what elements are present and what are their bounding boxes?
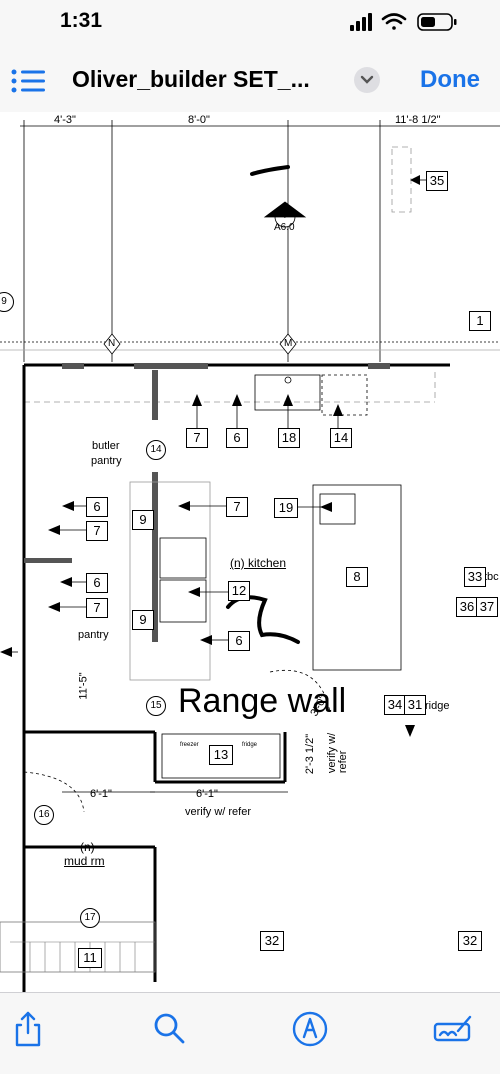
bottom-toolbar <box>0 992 500 1074</box>
keynote-tag[interactable]: 36 <box>456 597 478 617</box>
note-label: tbc <box>484 571 499 583</box>
keynote-tag[interactable]: 31 <box>404 695 426 715</box>
grid-marker-n: N <box>108 338 116 349</box>
keynote-tag[interactable]: 6 <box>228 631 250 651</box>
keynote-tag[interactable]: 13 <box>209 745 233 765</box>
floor-plan[interactable]: 4'-3" 8'-0" 11'-8 1/2" 4 A6.0 N M butler… <box>0 112 500 992</box>
search-icon[interactable] <box>150 1009 190 1049</box>
circle-marker: 16 <box>34 805 54 825</box>
keynote-tag[interactable]: 7 <box>186 428 208 448</box>
keynote-tag[interactable]: 19 <box>274 498 298 518</box>
keynote-tag[interactable]: 7 <box>86 598 108 618</box>
nav-bar: Oliver_builder SET_... Done <box>0 46 500 113</box>
dimension-label: 6'-1" <box>90 788 112 800</box>
list-icon[interactable] <box>8 66 48 96</box>
keynote-tag[interactable]: 6 <box>226 428 248 448</box>
note-label: verify w/ refer <box>185 806 252 818</box>
circle-marker: 15 <box>146 696 166 716</box>
room-label: (n) kitchen <box>230 556 287 570</box>
status-icons <box>350 13 457 31</box>
keynote-tag[interactable]: 8 <box>346 567 368 587</box>
keynote-tag[interactable]: 33 <box>464 567 486 587</box>
wifi-icon <box>381 13 407 30</box>
dimension-label: 11'-8 1/2" <box>395 114 441 126</box>
keynote-tag[interactable]: 32 <box>458 931 482 951</box>
status-bar: 1:31 <box>0 0 500 46</box>
room-label: (n) <box>80 840 95 854</box>
keynote-tag[interactable]: 34 <box>384 695 406 715</box>
keynote-tag[interactable]: 37 <box>476 597 498 617</box>
note-label: ridge <box>425 700 450 712</box>
section-sheet: A6.0 <box>274 222 295 233</box>
keynote-tag[interactable]: 1 <box>469 311 491 331</box>
dimension-label: 2'-3 1/2" <box>304 733 317 775</box>
grid-marker-m: M <box>284 338 293 349</box>
keynote-tag[interactable]: 9 <box>132 510 154 530</box>
share-icon[interactable] <box>8 1009 48 1049</box>
keynote-tag[interactable]: 14 <box>330 428 352 448</box>
keynote-tag[interactable]: 9 <box>132 610 154 630</box>
dimension-label: 11'-5" <box>77 672 90 700</box>
document-title: Oliver_builder SET_... <box>72 66 310 92</box>
signal-icon <box>350 13 372 31</box>
dimension-label: 4'-3" <box>54 114 76 126</box>
plan-drawing <box>0 120 500 992</box>
keynote-tag[interactable]: 6 <box>86 573 108 593</box>
keynote-tag[interactable]: 12 <box>228 581 250 601</box>
section-number: 4 <box>281 210 287 221</box>
room-label: pantry <box>91 455 122 467</box>
battery-icon <box>417 13 457 31</box>
dimension-label: 6'-1" <box>196 788 218 800</box>
keynote-tag[interactable]: 32 <box>260 931 284 951</box>
signature-icon[interactable] <box>432 1009 472 1049</box>
keynote-tag[interactable]: 7 <box>86 521 108 541</box>
markup-pen-icon[interactable] <box>290 1009 330 1049</box>
dimension-label: 8'-0" <box>188 114 210 126</box>
chevron-down-icon[interactable] <box>354 67 380 93</box>
status-time: 1:31 <box>60 9 103 32</box>
room-label: mud rm <box>64 854 105 868</box>
done-button[interactable]: Done <box>420 66 480 93</box>
note-label: fridge <box>242 742 258 748</box>
keynote-tag[interactable]: 11 <box>78 948 102 968</box>
range-wall-annotation: Range wall <box>178 682 347 720</box>
room-label: butler <box>92 440 120 452</box>
keynote-tag[interactable]: 35 <box>426 171 448 191</box>
keynote-tag[interactable]: 6 <box>86 497 108 517</box>
circle-marker: 17 <box>80 908 100 928</box>
keynote-tag[interactable]: 18 <box>278 428 300 448</box>
circle-marker: 14 <box>146 440 166 460</box>
note-label: verify w/ refer <box>326 732 350 774</box>
room-label: pantry <box>78 629 109 641</box>
keynote-tag[interactable]: 7 <box>226 497 248 517</box>
note-label: freezer <box>180 742 199 748</box>
circle-marker: 9 <box>0 292 14 312</box>
